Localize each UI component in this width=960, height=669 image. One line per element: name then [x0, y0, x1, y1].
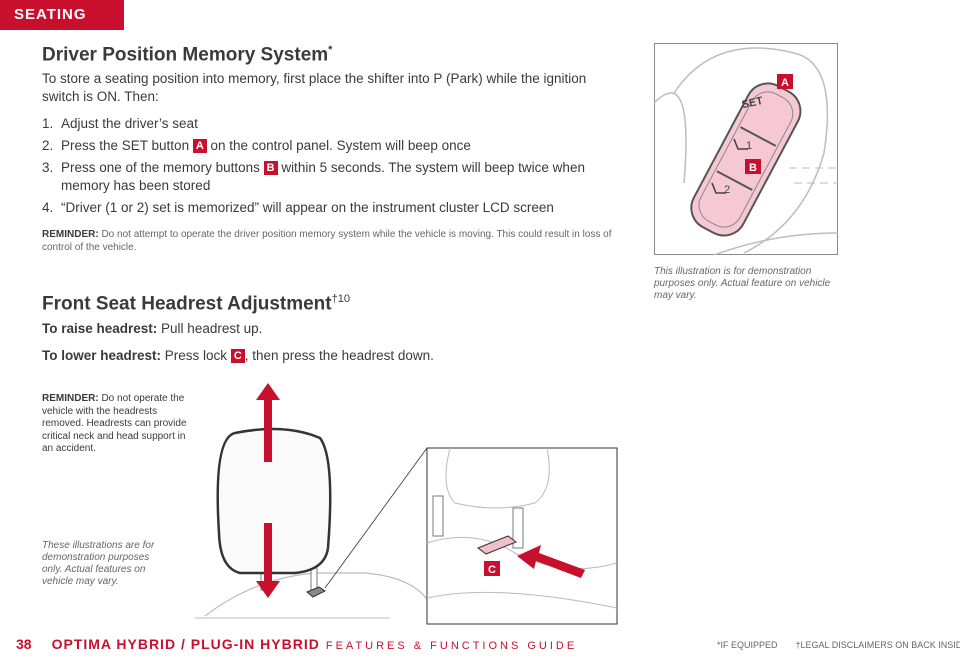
- memory-panel-illustration: SET 1 2 A B: [654, 43, 838, 255]
- memory-intro: To store a seating position into memory,…: [42, 71, 587, 104]
- memory-reminder: REMINDER: Do not attempt to operate the …: [42, 229, 612, 253]
- step-3: 3.Press one of the memory buttons B with…: [42, 160, 585, 193]
- callout-b: B: [749, 162, 757, 174]
- arrow-left-icon: [517, 545, 585, 578]
- panel-set-label: SET: [741, 95, 765, 111]
- headrest-title: Front Seat Headrest Adjustment†10: [42, 293, 350, 315]
- page-number: 38: [16, 636, 32, 652]
- headrest-reminder: REMINDER: Do not operate the vehicle wit…: [42, 393, 187, 454]
- memory-steps: 1.Adjust the driver’s seat 2.Press the S…: [42, 115, 627, 221]
- headrest-illustration-caption: These illustrations are for demonstratio…: [42, 540, 155, 587]
- arrow-down-icon: [256, 523, 280, 598]
- callout-c: C: [488, 564, 496, 576]
- step-4: 4.“Driver (1 or 2) set is memorized” wil…: [42, 200, 554, 215]
- badge-b: B: [263, 161, 278, 175]
- footer-guide: FEATURES & FUNCTIONS GUIDE: [325, 640, 578, 652]
- memory-title: Driver Position Memory System*: [42, 44, 333, 66]
- section-tab: SEATING: [0, 0, 124, 30]
- seat-icon-2: [711, 182, 726, 194]
- footer-disclaimer: *IF EQUIPPED†LEGAL DISCLAIMERS ON BACK I…: [717, 640, 960, 650]
- step-2: 2.Press the SET button A on the control …: [42, 138, 471, 153]
- panel-btn-1: 1: [746, 140, 752, 152]
- raise-instruction: To raise headrest: Pull headrest up.: [42, 321, 263, 336]
- footer: 38 OPTIMA HYBRID / PLUG-IN HYBRID FEATURES…: [16, 636, 577, 652]
- panel-btn-2: 2: [724, 184, 730, 196]
- seat-icon-1: [733, 138, 748, 150]
- callout-a: A: [781, 77, 789, 89]
- lower-instruction: To lower headrest: Press lock C, then pr…: [42, 348, 434, 363]
- memory-illustration-caption: This illustration is for demonstration p…: [654, 266, 831, 301]
- footer-model: OPTIMA HYBRID / PLUG-IN HYBRID: [51, 636, 320, 652]
- step-1: 1.Adjust the driver’s seat: [42, 116, 198, 131]
- badge-a: A: [192, 139, 207, 153]
- badge-c: C: [230, 349, 245, 363]
- arrow-up-icon: [256, 383, 280, 462]
- headrest-illustration: C: [195, 383, 618, 625]
